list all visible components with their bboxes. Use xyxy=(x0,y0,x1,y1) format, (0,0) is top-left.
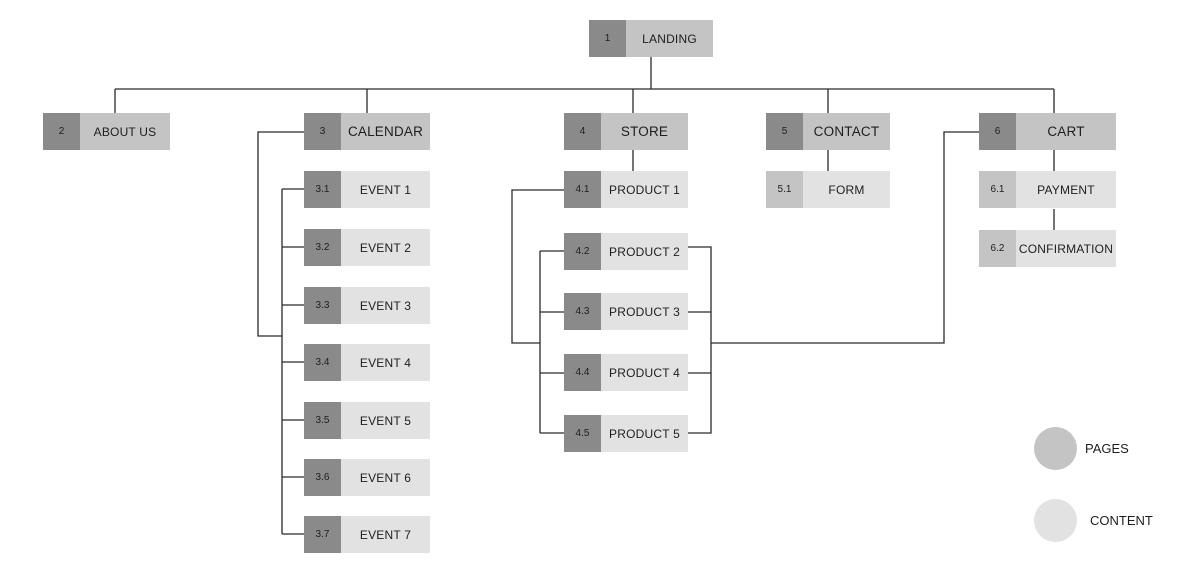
node-number: 3 xyxy=(304,113,341,150)
node-number: 4.2 xyxy=(564,233,601,270)
node-event-4: 3.4 EVENT 4 xyxy=(304,344,430,381)
node-product-2: 4.2 PRODUCT 2 xyxy=(564,233,688,270)
node-event-6: 3.6 EVENT 6 xyxy=(304,459,430,496)
node-number: 4.5 xyxy=(564,415,601,452)
node-number: 3.7 xyxy=(304,516,341,553)
node-event-2: 3.2 EVENT 2 xyxy=(304,229,430,266)
node-number: 5.1 xyxy=(766,171,803,208)
node-label: ABOUT US xyxy=(80,113,170,150)
node-label: EVENT 5 xyxy=(341,402,430,439)
node-calendar: 3 CALENDAR xyxy=(304,113,430,150)
node-label: PRODUCT 5 xyxy=(601,415,688,452)
legend-pages-swatch xyxy=(1034,427,1077,470)
node-label: STORE xyxy=(601,113,688,150)
node-payment: 6.1 PAYMENT xyxy=(979,171,1116,208)
node-label: EVENT 7 xyxy=(341,516,430,553)
node-product-4: 4.4 PRODUCT 4 xyxy=(564,354,688,391)
node-number: 6 xyxy=(979,113,1016,150)
legend-content-label: CONTENT xyxy=(1090,513,1153,528)
connector-products-to-cart xyxy=(688,131,979,434)
node-number: 4 xyxy=(564,113,601,150)
node-number: 6.1 xyxy=(979,171,1016,208)
node-label: CART xyxy=(1016,113,1116,150)
connector-product-group xyxy=(511,189,564,434)
node-confirmation: 6.2 CONFIRMATION xyxy=(979,230,1116,267)
node-cart: 6 CART xyxy=(979,113,1116,150)
node-product-1: 4.1 PRODUCT 1 xyxy=(564,171,688,208)
node-event-5: 3.5 EVENT 5 xyxy=(304,402,430,439)
node-form: 5.1 FORM xyxy=(766,171,890,208)
node-label: PRODUCT 3 xyxy=(601,293,688,330)
node-label: CALENDAR xyxy=(341,113,430,150)
legend-content-swatch xyxy=(1034,499,1077,542)
node-number: 3.1 xyxy=(304,171,341,208)
node-label: EVENT 4 xyxy=(341,344,430,381)
node-label: PRODUCT 4 xyxy=(601,354,688,391)
node-number: 3.6 xyxy=(304,459,341,496)
node-label: EVENT 3 xyxy=(341,287,430,324)
node-number: 3.2 xyxy=(304,229,341,266)
node-label: CONFIRMATION xyxy=(1016,230,1116,267)
node-label: EVENT 6 xyxy=(341,459,430,496)
node-label: EVENT 1 xyxy=(341,171,430,208)
node-number: 3.5 xyxy=(304,402,341,439)
node-number: 4.4 xyxy=(564,354,601,391)
node-number: 3.4 xyxy=(304,344,341,381)
node-label: LANDING xyxy=(626,20,713,57)
node-contact: 5 CONTACT xyxy=(766,113,890,150)
node-number: 4.3 xyxy=(564,293,601,330)
node-label: EVENT 2 xyxy=(341,229,430,266)
node-number: 6.2 xyxy=(979,230,1016,267)
node-number: 2 xyxy=(43,113,80,150)
node-number: 1 xyxy=(589,20,626,57)
node-event-1: 3.1 EVENT 1 xyxy=(304,171,430,208)
node-label: PRODUCT 2 xyxy=(601,233,688,270)
node-number: 3.3 xyxy=(304,287,341,324)
node-landing: 1 LANDING xyxy=(589,20,713,57)
node-event-3: 3.3 EVENT 3 xyxy=(304,287,430,324)
node-number: 5 xyxy=(766,113,803,150)
node-product-5: 4.5 PRODUCT 5 xyxy=(564,415,688,452)
connector-calendar-events xyxy=(257,131,304,535)
node-store: 4 STORE xyxy=(564,113,688,150)
node-label: PRODUCT 1 xyxy=(601,171,688,208)
node-label: CONTACT xyxy=(803,113,890,150)
node-about-us: 2 ABOUT US xyxy=(43,113,170,150)
legend-pages-label: PAGES xyxy=(1085,441,1129,456)
node-label: PAYMENT xyxy=(1016,171,1116,208)
node-event-7: 3.7 EVENT 7 xyxy=(304,516,430,553)
node-number: 4.1 xyxy=(564,171,601,208)
node-product-3: 4.3 PRODUCT 3 xyxy=(564,293,688,330)
node-label: FORM xyxy=(803,171,890,208)
